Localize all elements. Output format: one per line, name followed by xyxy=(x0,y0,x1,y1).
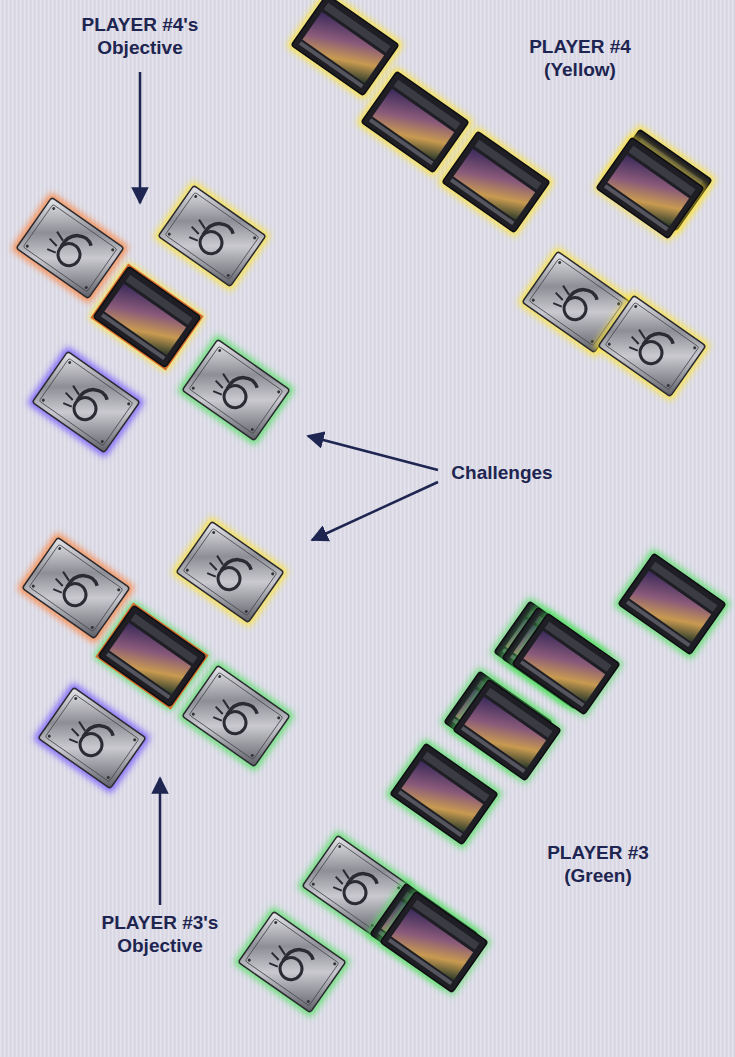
yellow-card xyxy=(291,0,399,96)
objective-card xyxy=(97,604,207,708)
challenge-card xyxy=(158,185,266,286)
objective-caption: PLAYER #4's Objective xyxy=(70,14,210,60)
green-card-stack xyxy=(453,679,561,780)
challenge-card xyxy=(182,339,290,440)
player-caption: PLAYER #4 (Yellow) xyxy=(515,36,645,82)
challenge-card xyxy=(16,197,124,298)
leader-arrow xyxy=(312,482,438,540)
green-card-stack xyxy=(380,891,488,992)
objective-caption: PLAYER #3's Objective xyxy=(90,912,230,958)
leader-arrow xyxy=(159,778,162,905)
yellow-card-stack xyxy=(596,137,704,238)
yellow-card xyxy=(442,131,550,232)
challenge-card xyxy=(182,665,290,766)
objective-card xyxy=(92,265,202,369)
green-card xyxy=(618,553,726,654)
player-caption: PLAYER #3 (Green) xyxy=(533,842,663,888)
challenge-card xyxy=(176,521,284,622)
leader-arrow xyxy=(308,436,438,470)
challenge-card xyxy=(38,687,146,788)
challenges-caption: Challenges xyxy=(451,462,552,485)
leader-arrow xyxy=(139,72,142,203)
green-card xyxy=(390,743,498,844)
green-card-stack xyxy=(512,613,620,714)
challenge-card xyxy=(22,537,130,638)
yellow-card xyxy=(361,71,469,172)
green-card xyxy=(238,911,346,1012)
challenge-card xyxy=(32,351,140,452)
yellow-card xyxy=(598,295,706,396)
